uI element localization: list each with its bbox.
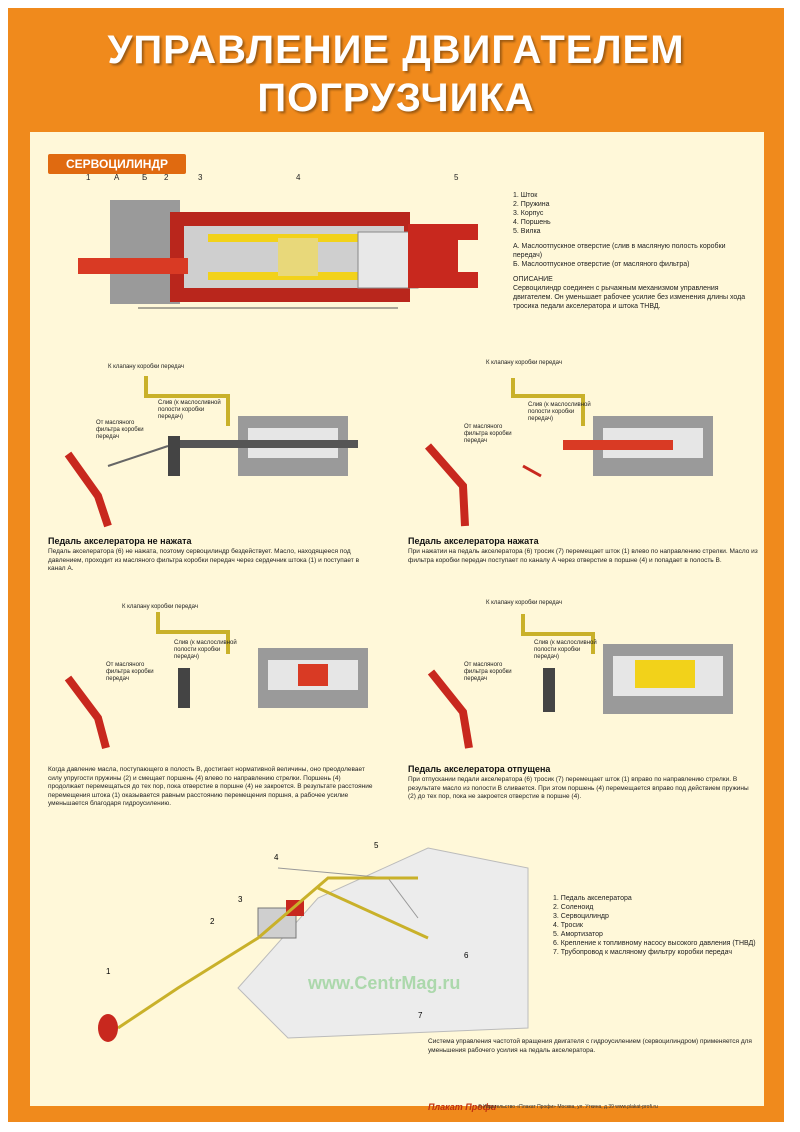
legend-item: 5. Вилка xyxy=(513,228,541,235)
label-from-filter-3: От масляного фильтра коробки передач xyxy=(106,662,154,682)
num-1: 1 xyxy=(86,173,91,182)
sys-num-2: 2 xyxy=(210,917,215,926)
title-line-1: УПРАВЛЕНИЕ ДВИГАТЕЛЕМ xyxy=(107,28,685,72)
publisher-logo: Плакат Профи xyxy=(428,1102,497,1112)
panel-3-text: Когда давление масла, поступающего в пол… xyxy=(48,766,373,807)
servo-cylinder-cutaway: 1 A Б 2 3 4 5 xyxy=(78,173,478,309)
label-from-filter-2: От масляного фильтра коробки передач xyxy=(464,424,512,444)
cylinder-cap xyxy=(110,200,180,304)
sys-num-1: 1 xyxy=(106,967,111,976)
legend-item: 2. Пружина xyxy=(513,201,550,208)
panel-4-diagram xyxy=(427,614,733,749)
label-drain: Слив (к маслосливной полости коробки пер… xyxy=(158,400,221,420)
legend-item: 4. Поршень xyxy=(513,219,551,226)
panel-2-text: При нажатии на педаль акселератора (6) т… xyxy=(408,548,758,564)
label-drain-2: Слив (к маслосливной полости коробки пер… xyxy=(528,402,591,422)
fork-5 xyxy=(408,224,478,288)
legend-item: 1. Шток xyxy=(513,192,538,199)
legend-item: 3. Корпус xyxy=(513,210,544,217)
legend-item: 6. Крепление к топливному насосу высоког… xyxy=(553,940,756,947)
panel-1-diagram xyxy=(64,376,358,528)
legend-item: 3. Сервоцилиндр xyxy=(553,913,609,920)
label-drain-4: Слив (к маслосливной полости коробки пер… xyxy=(534,640,597,660)
watermark: www.CentrMag.ru xyxy=(308,973,461,993)
label-from-filter-4: От масляного фильтра коробки передач xyxy=(464,662,512,682)
label-from-filter: От масляного фильтра коробки передач xyxy=(96,420,144,440)
panel-4-text: При отпускании педали акселератора (6) т… xyxy=(408,776,749,800)
parts-legend: 1. Шток 2. Пружина 3. Корпус 4. Поршень … xyxy=(513,191,753,311)
sys-num-5: 5 xyxy=(374,841,379,850)
label-to-valve-2: К клапану коробки передач xyxy=(486,360,563,366)
rod-1 xyxy=(78,258,188,274)
section-tab: СЕРВОЦИЛИНДР xyxy=(48,154,187,174)
legend-item: 4. Тросик xyxy=(553,922,583,929)
sys-num-3: 3 xyxy=(238,895,243,904)
poster-title: УПРАВЛЕНИЕ ДВИГАТЕЛЕМ ПОГРУЗЧИКА xyxy=(8,26,784,122)
panel-2-diagram xyxy=(424,378,713,527)
legend-item: 2. Соленоид xyxy=(553,904,594,911)
poster: УПРАВЛЕНИЕ ДВИГАТЕЛЕМ ПОГРУЗЧИКА СЕРВОЦИ… xyxy=(8,8,784,1122)
panel-4-title: Педаль акселератора отпущена xyxy=(408,764,551,774)
label-drain-3: Слив (к маслосливной полости коробки пер… xyxy=(174,640,237,660)
label-to-valve-3: К клапану коробки передач xyxy=(122,604,199,610)
legend-item: 5. Амортизатор xyxy=(553,931,603,938)
panel-3-diagram xyxy=(64,612,368,750)
panel-1-title: Педаль акселератора не нажата xyxy=(48,536,192,546)
label-to-valve-4: К клапану коробки передач xyxy=(486,600,563,606)
legend-item: A. Маслоотпускное отверстие (слив в масл… xyxy=(513,243,726,259)
sys-num-7: 7 xyxy=(418,1011,423,1020)
legend-item: 1. Педаль акселератора xyxy=(553,895,632,902)
sys-num-4: 4 xyxy=(274,853,279,862)
panel-2-title: Педаль акселератора нажата xyxy=(408,536,539,546)
description-title: ОПИСАНИЕ xyxy=(513,276,553,283)
sys-num-6: 6 xyxy=(464,951,469,960)
system-legend: 1. Педаль акселератора 2. Соленоид 3. Се… xyxy=(553,894,773,957)
bottom-caption: Система управления частотой вращения дви… xyxy=(428,1038,752,1054)
num-b: Б xyxy=(142,173,147,182)
num-5: 5 xyxy=(454,173,459,182)
num-4: 4 xyxy=(296,173,301,182)
piston-4 xyxy=(278,238,318,276)
panel-1-text: Педаль акселератора (6) не нажата, поэто… xyxy=(48,548,360,572)
description-text: Сервоцилиндр соединен с рычажным механиз… xyxy=(513,285,746,310)
footer-text: © Издательство «Плакат Профи» Москва, ул… xyxy=(478,1104,658,1110)
label-to-valve: К клапану коробки передач xyxy=(108,364,185,370)
num-2: 2 xyxy=(164,173,169,182)
num-3: 3 xyxy=(198,173,203,182)
title-line-2: ПОГРУЗЧИКА xyxy=(257,76,535,120)
legend-item: 7. Трубопровод к масляному фильтру короб… xyxy=(553,949,732,956)
system-illustration: 1 2 3 4 5 6 7 xyxy=(98,841,529,1042)
legend-item: Б. Маслоотпускное отверстие (от масляног… xyxy=(513,261,690,268)
num-a: A xyxy=(114,173,120,182)
